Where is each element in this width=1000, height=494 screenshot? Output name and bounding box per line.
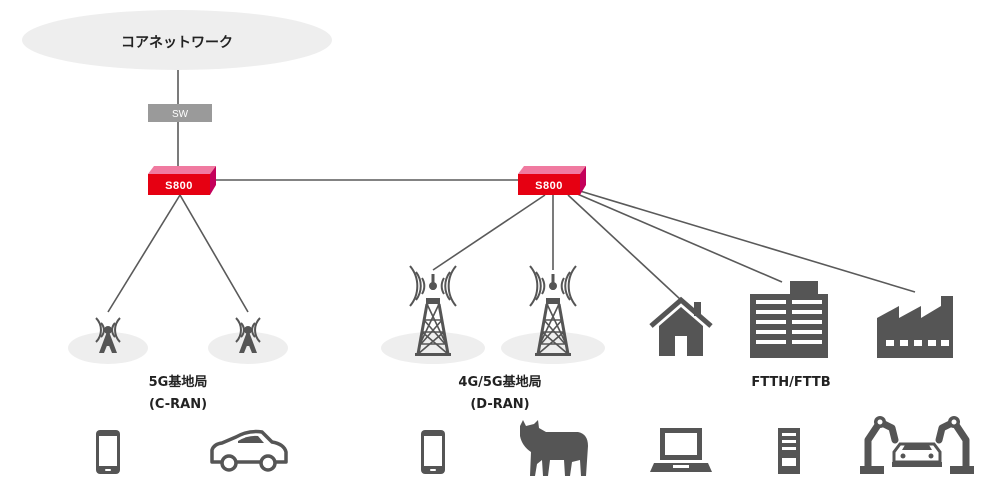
switch-label: SW	[172, 109, 189, 120]
antenna-ellipse	[208, 332, 288, 364]
smartphone-icon	[96, 430, 120, 474]
cran-label-line2: (C-RAN)	[149, 397, 207, 412]
dran-label-line2: (D-RAN)	[470, 397, 529, 412]
dran-label-line1: 4G/5G基地局	[458, 374, 541, 390]
ftth-label: FTTH/FTTB	[751, 375, 830, 390]
device-left: S800	[148, 166, 216, 195]
house-icon	[649, 296, 713, 356]
laptop-icon	[650, 428, 712, 472]
tower-ellipse	[381, 332, 485, 364]
device-right-label: S800	[535, 180, 563, 192]
tower-ellipse	[501, 332, 605, 364]
device-left-label: S800	[165, 180, 193, 192]
server-icon	[778, 428, 800, 474]
cow-icon	[520, 420, 588, 476]
core-network-label: コアネットワーク	[121, 35, 233, 51]
car-icon	[210, 429, 288, 472]
cran-label-line1: 5G基地局	[149, 374, 208, 390]
device-right: S800	[518, 166, 586, 195]
core-network-ellipse	[22, 10, 332, 70]
antenna-ellipse	[68, 332, 148, 364]
building-icon	[750, 281, 828, 358]
connection-lines	[107, 70, 916, 313]
factory-icon	[877, 296, 953, 358]
switch-box	[148, 104, 212, 122]
robot-arm-car-icon	[860, 416, 974, 474]
smartphone-icon	[421, 430, 445, 474]
